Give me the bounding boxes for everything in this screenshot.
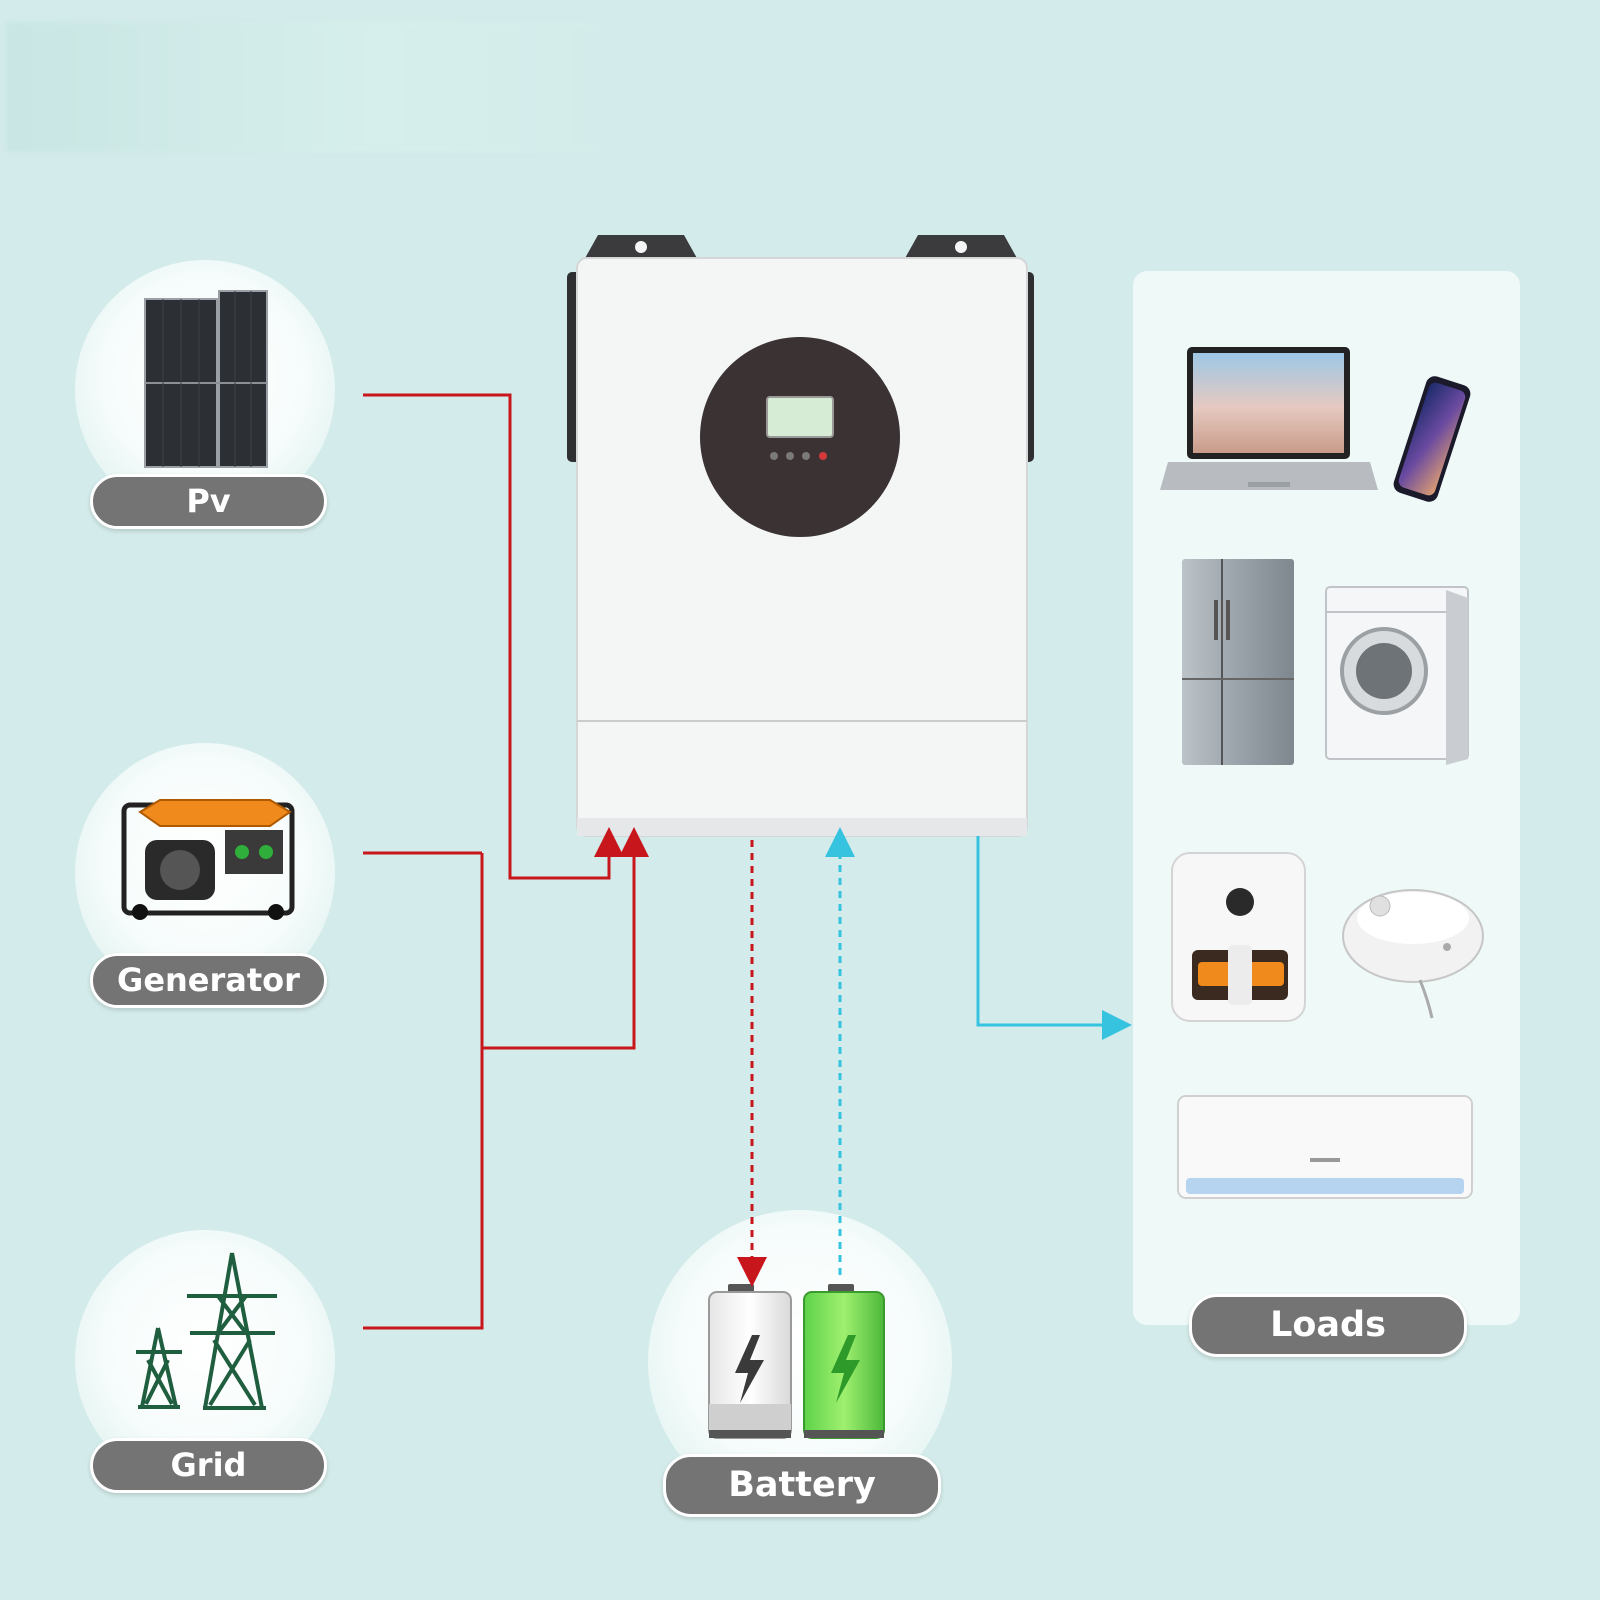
refrigerator-icon xyxy=(1182,559,1294,765)
pv-line xyxy=(363,393,624,880)
hybrid-inverter-icon xyxy=(567,235,1034,837)
generator-icon xyxy=(121,799,295,920)
washing-machine-icon xyxy=(1325,586,1469,765)
solar-panel-icon xyxy=(144,290,268,468)
pv-node xyxy=(75,260,335,520)
grid-line xyxy=(363,853,484,1330)
air-conditioner-icon xyxy=(1177,1095,1473,1199)
robot-vacuum-icon xyxy=(1342,889,1484,1019)
connections xyxy=(363,393,1132,1330)
grid-label: Grid xyxy=(90,1438,327,1493)
generator-label: Generator xyxy=(90,953,327,1008)
generator-node xyxy=(75,743,335,1003)
loads-label: Loads xyxy=(1189,1294,1467,1357)
power-tower-icon xyxy=(136,1252,277,1410)
smartphone-icon xyxy=(1393,376,1471,502)
laptop-icon xyxy=(1160,347,1378,490)
air-fryer-icon xyxy=(1171,852,1306,1022)
battery-label: Battery xyxy=(663,1454,941,1517)
pv-label: Pv xyxy=(90,474,327,529)
grid-node xyxy=(75,1230,335,1490)
battery-node xyxy=(648,1210,952,1514)
loads-line xyxy=(976,836,1132,1040)
blurred-banner xyxy=(6,22,630,152)
gen-grid-to-inverter-line xyxy=(482,827,649,1050)
